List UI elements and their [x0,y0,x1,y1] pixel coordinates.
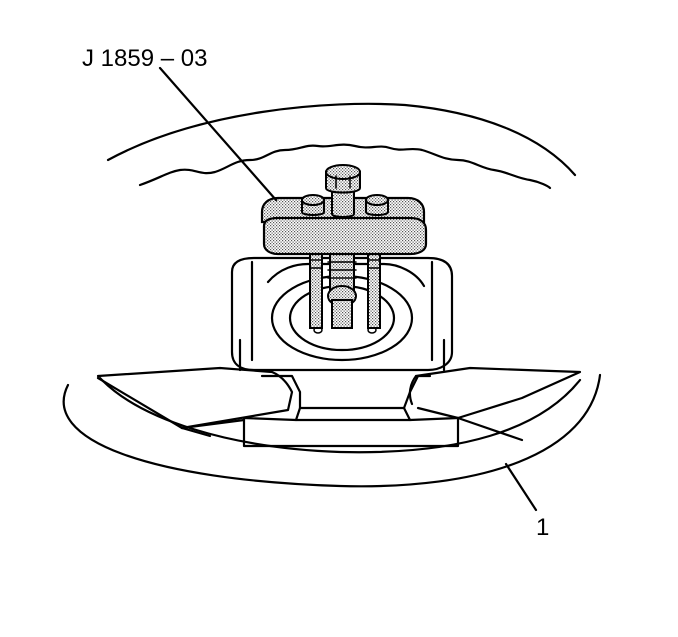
steering-wheel-spokes [96,366,582,442]
puller-legs [309,249,381,329]
puller-tool-j1859-03 [260,164,428,256]
leader-line-tool [158,66,278,202]
wheel-cut-edge [138,143,552,190]
steering-shaft [327,251,357,329]
leader-line-wheel [504,462,538,512]
steering-column-hub [230,256,460,448]
steering-wheel-rim [62,102,602,488]
callout-wheel-label: 1 [536,514,549,541]
callout-tool-label: J 1859 – 03 [82,45,207,72]
